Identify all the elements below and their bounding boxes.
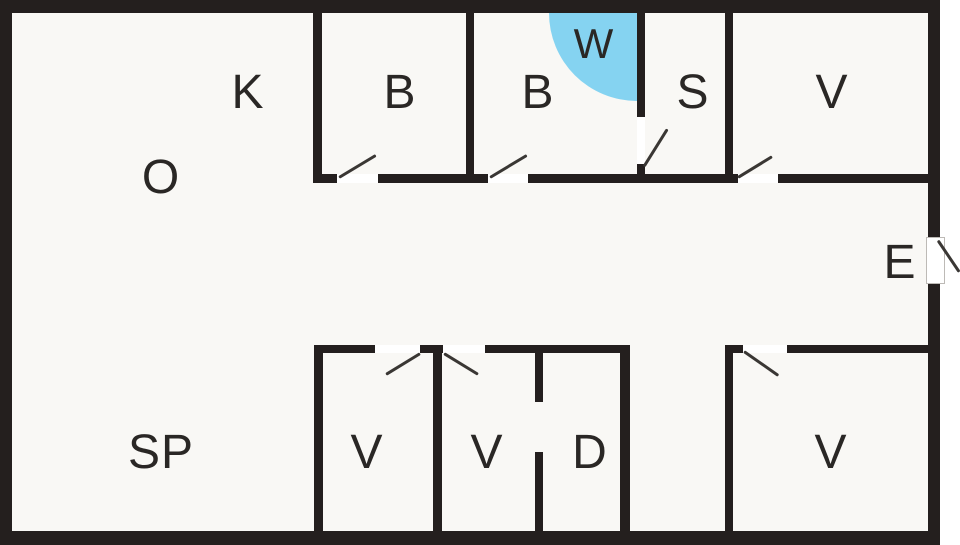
wall-outer-right-lower xyxy=(928,283,940,545)
wall-b2-s-upper xyxy=(637,13,645,117)
wall-d-right xyxy=(620,345,630,533)
door-threshold-b1 xyxy=(337,174,378,183)
wall-outer-left xyxy=(0,0,12,545)
wall-s-v xyxy=(725,13,733,183)
wall-band-bottom-seg3 xyxy=(485,345,630,353)
wall-v2-d-upper xyxy=(535,353,543,402)
door-threshold-s xyxy=(637,117,645,164)
door-threshold-v3 xyxy=(743,345,787,353)
wall-v2-d-lower xyxy=(535,452,543,533)
door-threshold-v-top xyxy=(738,174,778,183)
wall-band-top-seg4 xyxy=(778,174,928,183)
room-label-b2: B xyxy=(521,66,555,119)
wall-v1-v2 xyxy=(433,345,442,533)
wall-outer-top xyxy=(0,0,940,13)
room-label-e: E xyxy=(883,236,917,289)
wall-band-bottom-seg2 xyxy=(420,345,443,353)
wall-band-top-seg3 xyxy=(528,174,738,183)
room-label-v1: V xyxy=(350,426,384,479)
room-label-b1: B xyxy=(383,66,417,119)
wall-band-top-seg1 xyxy=(313,174,339,183)
wall-k-b1 xyxy=(313,13,322,183)
door-threshold-b2 xyxy=(488,174,528,183)
wall-b1-b2 xyxy=(466,13,474,183)
room-label-sp: SP xyxy=(127,426,195,479)
wall-band-bottom-seg4 xyxy=(725,345,743,353)
wall-outer-bottom xyxy=(0,531,940,545)
wall-v3-left xyxy=(725,345,733,533)
room-label-v-top: V xyxy=(815,66,849,119)
wall-sp-v1 xyxy=(314,345,323,533)
room-label-d: D xyxy=(572,426,608,479)
door-threshold-v1 xyxy=(375,345,420,353)
room-label-v3: V xyxy=(814,426,848,479)
wall-band-bottom-seg1 xyxy=(314,345,375,353)
room-label-v2: V xyxy=(470,426,504,479)
wall-b2-s-stub xyxy=(637,164,645,183)
wall-band-bottom-seg5 xyxy=(787,345,928,353)
room-label-k: K xyxy=(231,66,265,119)
room-label-s: S xyxy=(676,66,710,119)
entrance-door-leaf xyxy=(926,237,945,284)
wall-outer-right-upper xyxy=(928,0,940,239)
door-threshold-v2 xyxy=(443,345,485,353)
wall-band-top-seg2 xyxy=(378,174,490,183)
room-label-w: W xyxy=(573,20,615,67)
room-label-o: O xyxy=(141,151,181,204)
